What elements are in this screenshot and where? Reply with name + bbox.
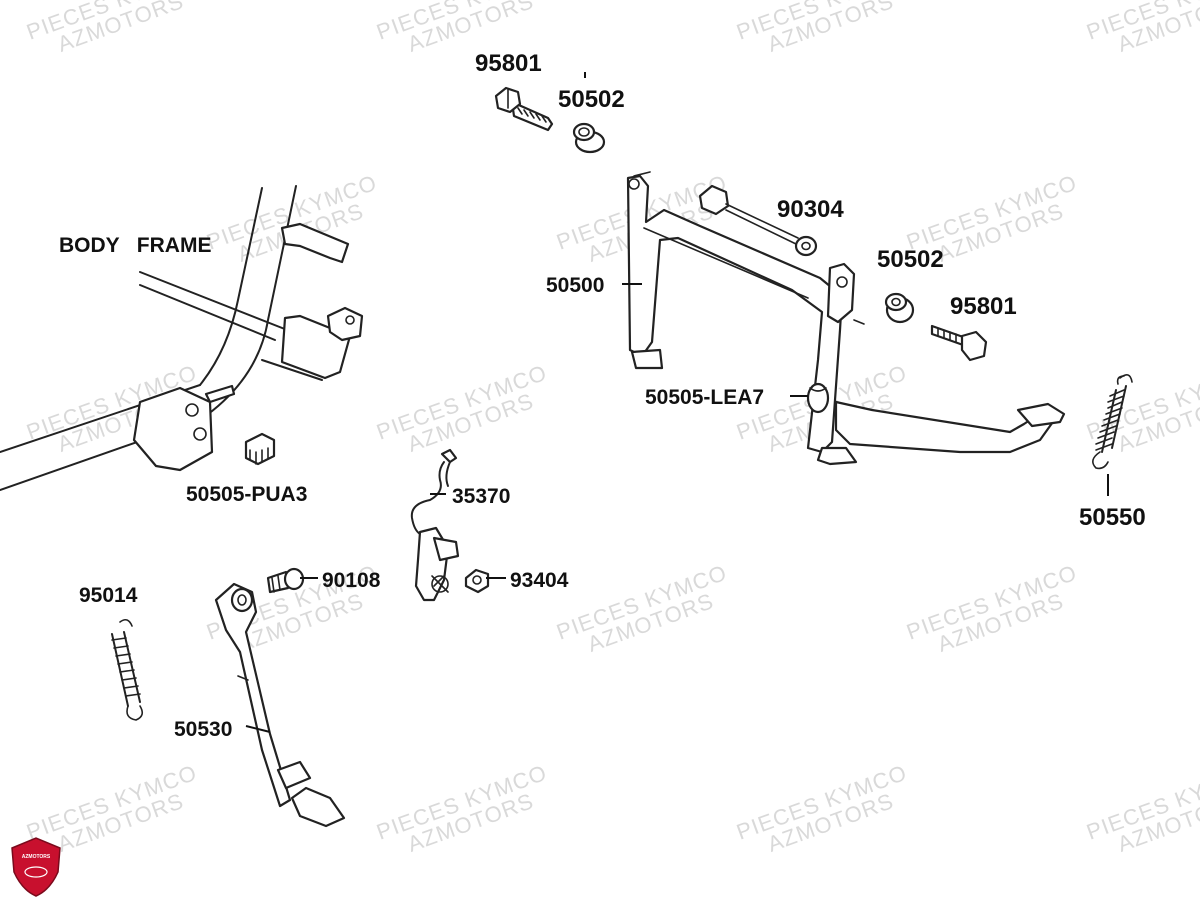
body-frame-label: BODY FRAME — [59, 234, 211, 257]
part-label-50550: 50550 — [1079, 504, 1146, 531]
part-label-90304: 90304 — [777, 196, 844, 223]
main-stand-50500 — [626, 171, 1066, 466]
part-label-90108: 90108 — [322, 569, 381, 592]
part-label-95014: 95014 — [79, 584, 138, 607]
collar-50502-right — [884, 292, 915, 324]
part-label-35370: 35370 — [452, 485, 510, 508]
leader-line-50530 — [245, 725, 271, 733]
side-stand-50530 — [214, 582, 346, 828]
flange-bolt-95801-right — [930, 324, 988, 362]
rubber-block-pua3 — [244, 432, 276, 466]
bolt-nut-90304 — [698, 184, 818, 257]
bolt-93404 — [464, 568, 490, 594]
part-label-50505-lea7: 50505-LEA7 — [645, 386, 764, 409]
leader-lines — [245, 283, 1109, 733]
part-label-95801-right: 95801 — [950, 293, 1017, 320]
part-label-50502-top: 50502 — [558, 86, 625, 113]
spring-95014 — [111, 618, 144, 721]
azmotors-logo: AZMOTORS — [11, 837, 61, 897]
sidestand-switch-35370 — [410, 448, 460, 602]
part-label-95801-top: 95801 — [475, 50, 542, 77]
bolt-90108 — [266, 567, 305, 594]
body-frame-drawing — [0, 185, 364, 491]
collar-50502-top — [572, 72, 606, 154]
logo-text: AZMOTORS — [22, 854, 51, 860]
part-label-50502-right: 50502 — [877, 246, 944, 273]
part-label-93404: 93404 — [510, 569, 569, 592]
flange-bolt-95801-top — [494, 86, 554, 132]
part-label-50505-pua3: 50505-PUA3 — [186, 483, 307, 506]
part-label-50500: 50500 — [546, 274, 604, 297]
rubber-stopper-lea7 — [806, 382, 830, 414]
spring-50550 — [1092, 374, 1133, 470]
part-label-50530: 50530 — [174, 718, 232, 741]
